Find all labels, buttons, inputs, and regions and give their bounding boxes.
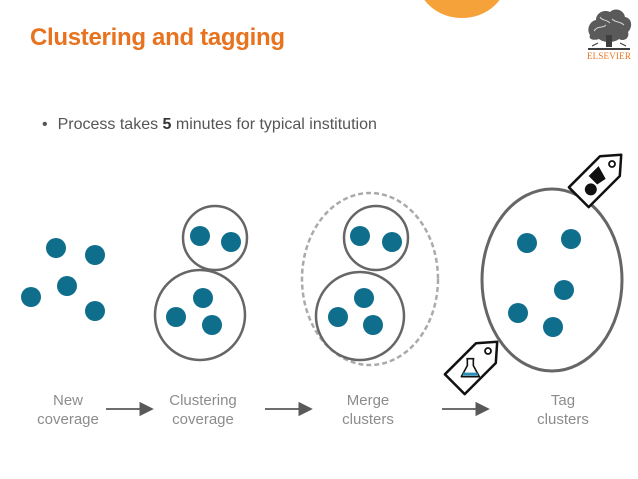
document-dot — [350, 226, 370, 246]
document-dot — [354, 288, 374, 308]
cluster-boundary — [181, 204, 249, 272]
document-dot — [193, 288, 213, 308]
tag-icon — [443, 340, 499, 396]
document-dot — [543, 317, 563, 337]
elsevier-logo: ELSEVIER — [584, 5, 634, 63]
document-dot — [554, 280, 574, 300]
slide-title: Clustering and tagging — [30, 24, 285, 51]
document-dot — [328, 307, 348, 327]
stage-tag-clusters — [443, 153, 624, 396]
step-label-line: clusters — [537, 411, 589, 428]
stage-clustering-coverage — [153, 204, 249, 362]
step-label-line: Merge — [346, 392, 390, 409]
document-dot — [202, 315, 222, 335]
category-symbol-icon — [584, 166, 606, 196]
document-dot — [85, 245, 105, 265]
document-dot — [85, 301, 105, 321]
merged-cluster-boundary — [300, 191, 440, 367]
tree-logo-icon — [584, 5, 634, 51]
stage-new-coverage — [21, 238, 105, 321]
cluster-boundary — [342, 204, 410, 272]
cluster-boundary — [153, 268, 247, 362]
stage-merge-clusters — [300, 191, 440, 367]
flask-icon — [460, 357, 481, 378]
document-dot — [46, 238, 66, 258]
step-label-tag-clusters: Tag clusters — [508, 391, 618, 429]
step-label-merge-clusters: Merge clusters — [313, 391, 423, 429]
step-label-line: Clustering — [169, 392, 237, 409]
step-label-clustering-coverage: Clustering coverage — [148, 391, 258, 429]
step-label-line: clusters — [342, 411, 394, 428]
tag-icon — [567, 153, 623, 209]
step-label-line: New — [52, 392, 83, 409]
step-label-new-coverage: New coverage — [13, 391, 123, 429]
bullet-dot: • — [42, 116, 48, 133]
document-dot — [190, 226, 210, 246]
step-label-line: coverage — [172, 411, 234, 428]
step-label-line: Tag — [550, 392, 576, 409]
document-dot — [166, 307, 186, 327]
step-label-line: coverage — [37, 411, 99, 428]
document-dot — [508, 303, 528, 323]
document-dot — [517, 233, 537, 253]
document-dot — [221, 232, 241, 252]
document-dot — [561, 229, 581, 249]
document-dot — [382, 232, 402, 252]
document-dot — [57, 276, 77, 296]
document-dot — [21, 287, 41, 307]
bullet-text-suffix: minutes for typical institution — [171, 116, 377, 133]
bullet-point: • Process takes 5 minutes for typical ins… — [42, 116, 377, 134]
cluster-boundary — [314, 270, 406, 362]
tagged-cluster-boundary — [480, 187, 624, 373]
bullet-emphasis: 5 — [162, 116, 172, 133]
logo-wordmark: ELSEVIER — [586, 51, 632, 61]
bullet-text-prefix: Process takes — [57, 116, 163, 133]
document-dot — [363, 315, 383, 335]
